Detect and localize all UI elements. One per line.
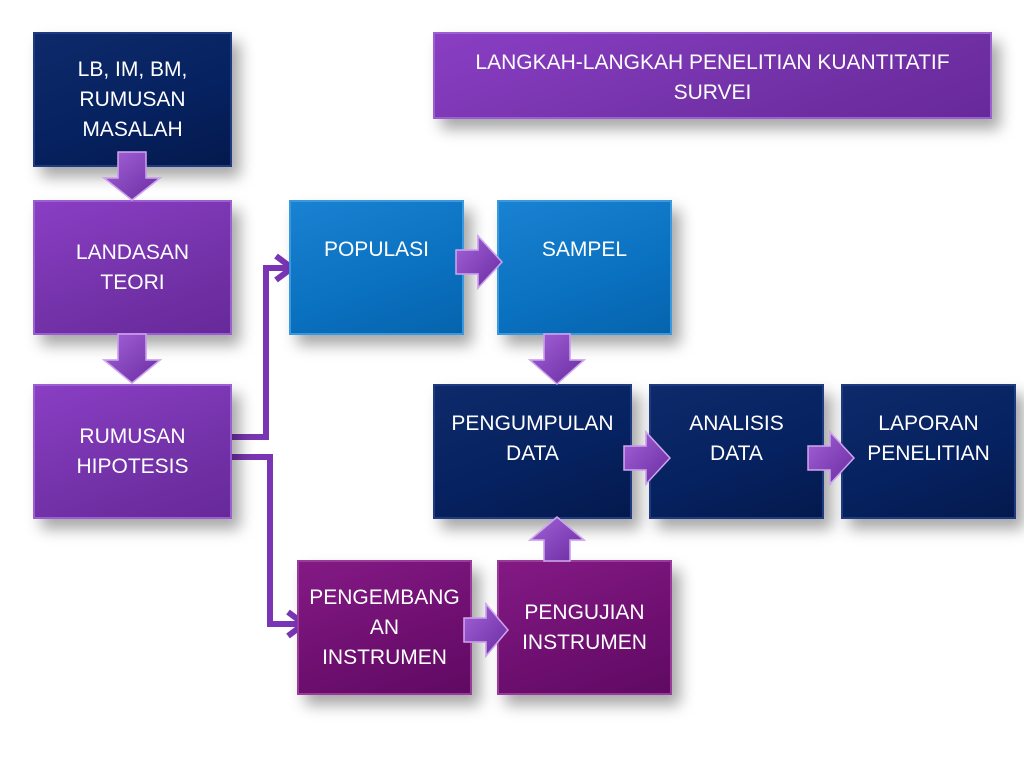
arrow-up-pengujian-pengumpulan xyxy=(527,516,587,561)
node-sampel: SAMPEL xyxy=(497,200,672,335)
node-laporan-penelitian: LAPORAN PENELITIAN xyxy=(841,384,1016,519)
arrow-down-landasan-hipotesis xyxy=(101,333,163,384)
elbow-hipotesis-pengembangan xyxy=(232,454,300,627)
node-pengujian-instrumen: PENGUJIAN INSTRUMEN xyxy=(497,560,672,695)
node-analisis-data: ANALISIS DATA xyxy=(649,384,824,519)
arrow-down-sampel-pengumpulan xyxy=(527,335,587,384)
node-lb-rumusan-masalah: LB, IM, BM, RUMUSAN MASALAH xyxy=(33,32,232,167)
node-landasan-teori: LANDASAN TEORI xyxy=(33,200,232,335)
node-rumusan-hipotesis: RUMUSAN HIPOTESIS xyxy=(33,384,232,519)
node-pengumpulan-data: PENGUMPULAN DATA xyxy=(433,384,632,519)
diagram-title: LANGKAH-LANGKAH PENELITIAN KUANTITATIF S… xyxy=(433,32,992,119)
node-pengembangan-instrumen: PENGEMBANG AN INSTRUMEN xyxy=(297,560,472,695)
elbow-hipotesis-populasi xyxy=(232,265,288,440)
node-populasi: POPULASI xyxy=(289,200,464,335)
